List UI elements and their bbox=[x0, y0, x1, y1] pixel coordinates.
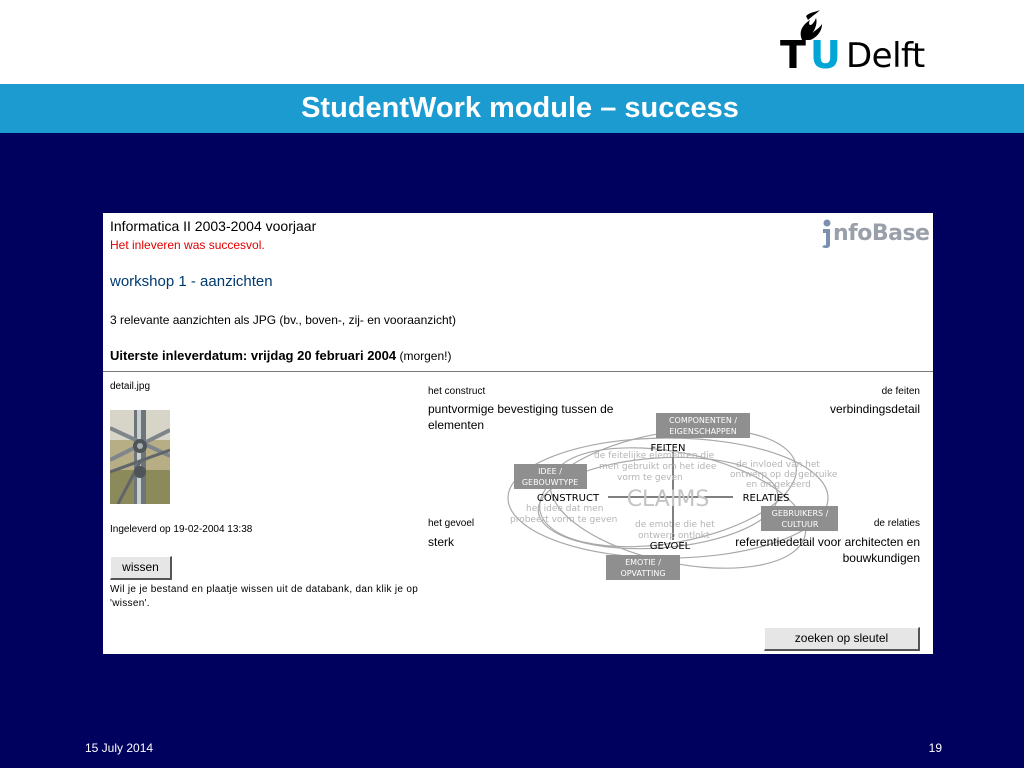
slide-title: StudentWork module – success bbox=[301, 92, 739, 124]
relaties-value: referentiedetail voor architecten en bou… bbox=[735, 535, 920, 565]
wissen-help-text: Wil je je bestand en plaatje wissen uit … bbox=[110, 584, 419, 609]
relaties-label: RELATIES bbox=[743, 493, 790, 504]
note-feiten-2: men gebruikt om het idee bbox=[599, 462, 717, 472]
feiten-heading: de feiten bbox=[881, 386, 920, 397]
studentwork-screenshot: Informatica II 2003-2004 voorjaar Het in… bbox=[103, 213, 933, 654]
success-message: Het inleveren was succesvol. bbox=[110, 238, 265, 252]
logo-letter-u: U bbox=[810, 33, 841, 77]
workshop-title: workshop 1 - aanzichten bbox=[110, 273, 273, 290]
deadline: Uiterste inleverdatum: vrijdag 20 februa… bbox=[110, 348, 451, 363]
detail-photo-icon bbox=[110, 410, 170, 504]
note-relaties-2: ontwerp op de gebruiker bbox=[730, 470, 838, 480]
logo-delft: Delft bbox=[846, 36, 925, 76]
deadline-note: (morgen!) bbox=[396, 349, 452, 363]
wissen-button[interactable]: wissen bbox=[110, 556, 172, 580]
note-gevoel-1: de emotie die het bbox=[635, 520, 715, 530]
relaties-heading: de relaties bbox=[873, 518, 920, 529]
note-feiten-1: de feitelijke elementen die bbox=[594, 451, 715, 461]
title-bar: StudentWork module – success bbox=[0, 84, 1024, 133]
uploaded-filename: detail.jpg bbox=[110, 381, 151, 392]
task-description: 3 relevante aanzichten als JPG (bv., bov… bbox=[110, 313, 456, 327]
note-feiten-3: vorm te geven bbox=[617, 473, 683, 483]
claims-label: CLAIMS bbox=[627, 487, 710, 512]
gevoel-value: sterk bbox=[428, 535, 455, 549]
logo-letter-t: T bbox=[780, 33, 806, 77]
gevoel-heading: het gevoel bbox=[428, 518, 475, 529]
deadline-date: Uiterste inleverdatum: vrijdag 20 februa… bbox=[110, 348, 397, 363]
box-emotie-line1: EMOTIE / bbox=[625, 558, 661, 567]
construct-label: CONSTRUCT bbox=[537, 493, 600, 504]
note-relaties-1: de invloed van het bbox=[736, 460, 820, 470]
construct-heading: het construct bbox=[428, 386, 486, 397]
box-idee-line1: IDEE / bbox=[538, 467, 562, 476]
divider bbox=[103, 371, 933, 372]
infobase-i-icon bbox=[822, 219, 831, 249]
gevoel-label: GEVOEL bbox=[650, 541, 691, 552]
course-title: Informatica II 2003-2004 voorjaar bbox=[110, 218, 317, 234]
claims-diagram: de feitelijke elementen die men gebruikt… bbox=[507, 413, 838, 580]
page-number: 19 bbox=[928, 741, 942, 755]
box-componenten-line2: EIGENSCHAPPEN bbox=[669, 427, 737, 436]
note-construct-2: probeert vorm te geven bbox=[510, 515, 617, 525]
note-gevoel-2: ontwerp ontlokt bbox=[638, 531, 710, 541]
box-gebruikers-line2: CULTUUR bbox=[782, 520, 819, 529]
box-gebruikers-line1: GEBRUIKERS / bbox=[772, 509, 829, 518]
footer-date: 15 July 2014 bbox=[85, 741, 154, 755]
infobase-logo: nfoBase bbox=[815, 215, 930, 253]
submitted-timestamp: Ingeleverd op 19-02-2004 13:38 bbox=[110, 524, 253, 535]
box-emotie-line2: OPVATTING bbox=[620, 569, 665, 578]
feiten-value: verbindingsdetail bbox=[829, 402, 920, 416]
feiten-label: FEITEN bbox=[651, 443, 686, 454]
flame-icon bbox=[800, 10, 822, 40]
tudelft-logo: T U Delft bbox=[778, 10, 943, 74]
detail-thumbnail[interactable] bbox=[110, 410, 170, 504]
construct-value: puntvormige bevestiging tussen de elemen… bbox=[428, 402, 614, 432]
note-relaties-3: en omgekeerd bbox=[746, 480, 811, 490]
box-componenten-line1: COMPONENTEN / bbox=[669, 416, 737, 425]
note-construct-1: het idee dat men bbox=[526, 504, 603, 514]
box-idee-line2: GEBOUWTYPE bbox=[522, 478, 578, 487]
infobase-logo-text: nfoBase bbox=[833, 221, 930, 246]
zoeken-op-sleutel-button[interactable]: zoeken op sleutel bbox=[764, 627, 920, 651]
header-band bbox=[0, 0, 1024, 84]
